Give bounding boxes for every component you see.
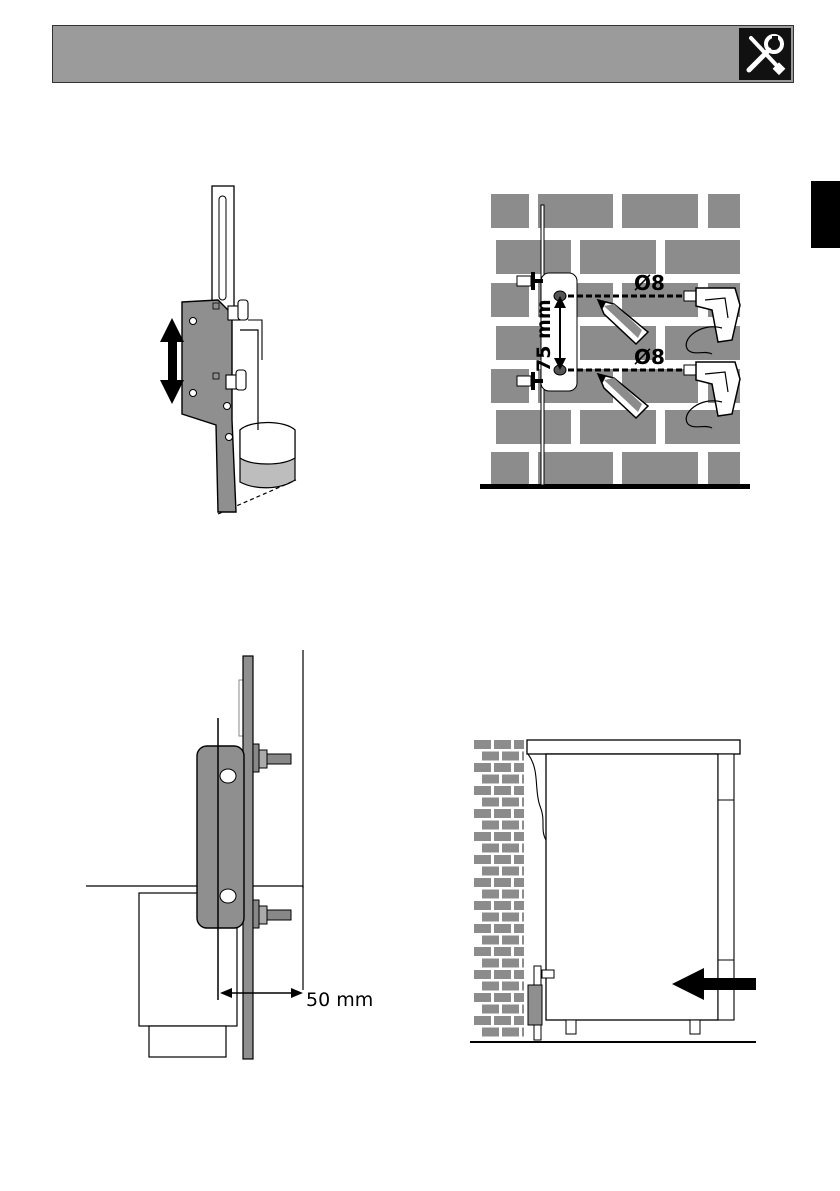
spacing-label: 75 mm [533, 299, 555, 372]
figure-clearance: 50 mm [86, 650, 373, 1059]
hole-diameter-bottom: Ø8 [634, 345, 665, 369]
figure-wall-drilling: 75 mm Ø8 Ø8 [480, 186, 750, 489]
up-down-arrow-icon [160, 318, 184, 404]
clearance-label: 50 mm [306, 989, 373, 1011]
hole-diameter-top: Ø8 [634, 271, 665, 295]
stud-bottom [253, 900, 291, 928]
figure-appliance-push [470, 736, 756, 1042]
stud-top [253, 744, 291, 772]
figure-bracket-adjust [160, 186, 296, 514]
